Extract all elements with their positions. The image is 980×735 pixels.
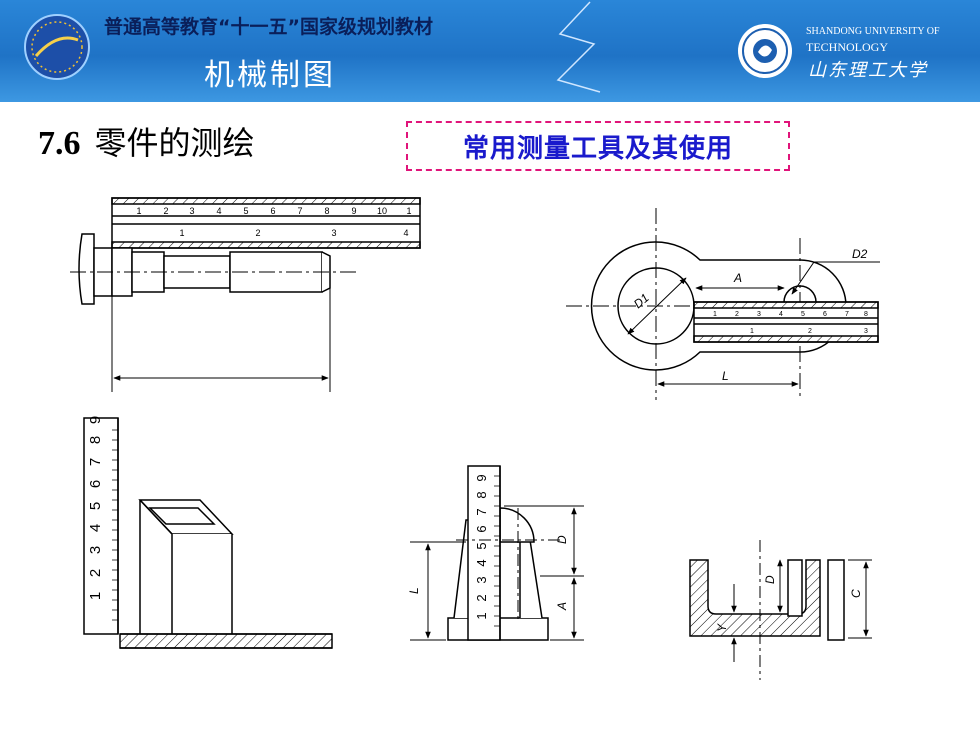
section-title: 零件的测绘	[94, 124, 255, 162]
scale-label: 4	[216, 206, 221, 216]
ruler-label: 7	[474, 508, 489, 515]
scale-label: 6	[823, 311, 827, 318]
scale-label: 3	[331, 228, 336, 238]
ruler-label: 9	[474, 474, 489, 481]
dimension-label-d: D	[763, 575, 777, 584]
scale-label: 8	[324, 206, 329, 216]
dimension-label-y: Y	[715, 623, 729, 632]
subtitle-text: 常用测量工具及其使用	[462, 133, 733, 164]
block-ruler-ticks	[112, 429, 118, 621]
scale-label: 2	[163, 206, 168, 216]
ring-top-scale: 1 2 3 4 5 6 7 8	[713, 311, 868, 318]
ruler-label: 3	[87, 546, 104, 554]
university-name-en-1: SHANDONG UNIVERSITY OF	[806, 26, 940, 37]
dimension-label-l: L	[407, 587, 421, 594]
ruler-label: 5	[87, 502, 104, 510]
header-banner: 普通高等教育“十一五”国家级规划教材 机械制图 SHANDONG UNIVERS…	[0, 0, 980, 102]
ruler-label: 1	[87, 592, 104, 600]
course-title: 机械制图	[204, 58, 336, 93]
section-number: 7.6	[38, 125, 81, 162]
scale-label: 5	[801, 311, 805, 318]
ruler-label: 5	[474, 542, 489, 549]
scale-label: 3	[189, 206, 194, 216]
scale-label: 7	[297, 206, 302, 216]
series-logo-icon	[24, 14, 90, 80]
ruler-label: 8	[474, 491, 489, 498]
ruler-label: 9	[87, 416, 104, 424]
scale-label: 6	[270, 206, 275, 216]
ruler-label: 6	[474, 525, 489, 532]
section-heading: 7.6 零件的测绘	[38, 118, 255, 164]
ring-bottom-scale: 1 2 3	[750, 328, 868, 335]
dimension-label-c: C	[849, 589, 863, 598]
university-name-cn: 山东理工大学	[808, 60, 928, 81]
ruler-label: 8	[87, 436, 104, 444]
channel-labels: D C Y	[715, 575, 863, 632]
scale-label: 3	[864, 328, 868, 335]
scale-label: 9	[351, 206, 356, 216]
scale-label: 4	[403, 228, 408, 238]
scale-label: 2	[255, 228, 260, 238]
scale-label: 5	[243, 206, 248, 216]
scale-label: 4	[779, 311, 783, 318]
scale-label: 1	[750, 328, 754, 335]
dimension-label-a: A	[733, 271, 742, 285]
ruler-label: 4	[474, 559, 489, 566]
banner-zigzag	[556, 1, 601, 93]
ruler-label: 4	[87, 524, 104, 532]
bracket-ruler-ticks	[494, 475, 500, 627]
scale-label: 7	[845, 311, 849, 318]
scale-label: 8	[864, 311, 868, 318]
block-figure	[83, 417, 333, 649]
scale-label: 1	[713, 311, 717, 318]
bracket-figure	[410, 465, 584, 641]
bracket-ruler-labels: 1 2 3 4 5 6 7 8 9	[474, 474, 489, 619]
university-seal-icon	[738, 24, 792, 78]
dimension-label-l: L	[722, 369, 729, 383]
series-title: 普通高等教育“十一五”国家级规划教材	[104, 16, 433, 38]
bracket-labels: L D A	[407, 535, 569, 611]
ruler-label: 2	[87, 569, 104, 577]
caliper-bottom-scale: 1 2 3 4	[179, 228, 408, 238]
block-ruler-labels: 1 2 3 4 5 6 7 8 9	[87, 416, 104, 600]
dimension-label-a: A	[555, 602, 569, 611]
caliper-figure	[70, 197, 421, 392]
university-name-en-2: TECHNOLOGY	[806, 40, 888, 54]
ruler-label: 1	[474, 612, 489, 619]
scale-label: 1	[179, 228, 184, 238]
dimension-label-d: D	[555, 535, 569, 544]
ruler-label: 2	[474, 594, 489, 601]
scale-label: 10	[377, 206, 387, 216]
channel-figure	[689, 540, 872, 680]
scale-label: 1	[136, 206, 141, 216]
ruler-label: 3	[474, 576, 489, 583]
scale-label: 2	[808, 328, 812, 335]
scale-label: 1	[406, 206, 411, 216]
subtitle-box: 常用测量工具及其使用	[406, 121, 790, 171]
dimension-label-d2: D2	[852, 247, 868, 261]
ruler-label: 7	[87, 458, 104, 466]
ruler-label: 6	[87, 480, 104, 488]
caliper-top-scale: 1 2 3 4 5 6 7 8 9 10 1	[136, 206, 411, 216]
scale-label: 3	[757, 311, 761, 318]
ring-figure	[566, 208, 880, 400]
scale-label: 2	[735, 311, 739, 318]
